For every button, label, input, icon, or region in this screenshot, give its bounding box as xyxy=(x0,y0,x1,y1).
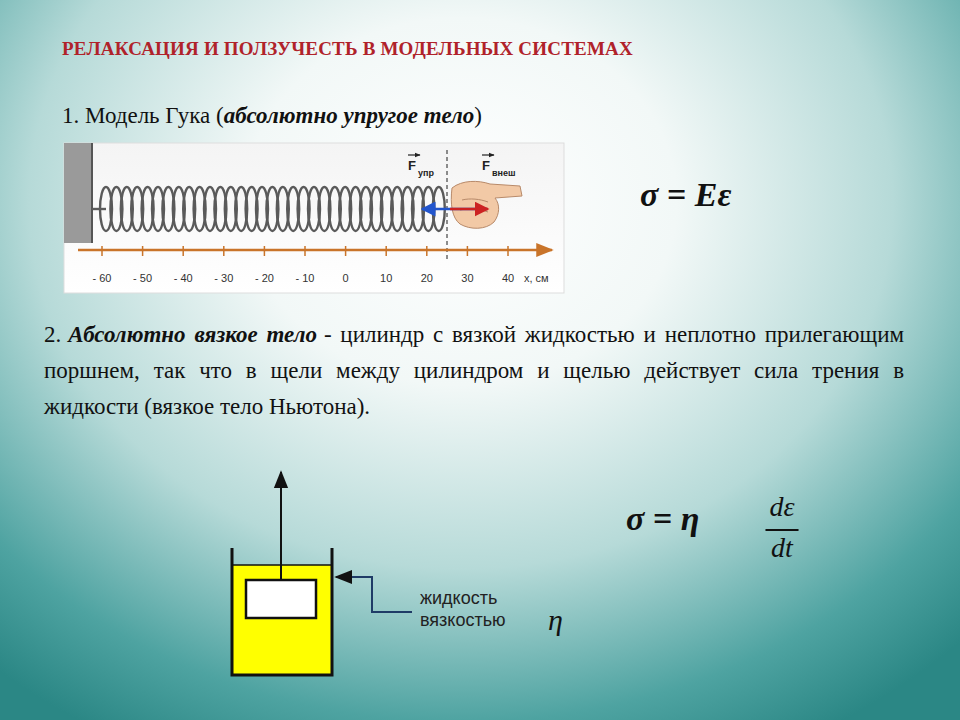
paragraph-text: Абсолютно вязкое тело xyxy=(68,322,317,347)
spring-coils xyxy=(92,187,445,231)
external-force-arrow xyxy=(450,208,488,211)
spring-panel xyxy=(64,143,564,293)
tick-label: 40 xyxy=(502,272,514,284)
formula: σ = Eε xyxy=(640,176,731,214)
leader-line xyxy=(336,577,412,612)
tick xyxy=(467,246,469,256)
viscous-cylinder xyxy=(232,472,412,675)
hand xyxy=(451,181,522,228)
tick-label: 20 xyxy=(421,272,433,284)
axis-label: x, см xyxy=(524,272,549,284)
text-line: 2.Абсолютно вязкое тело- цилиндр с вязко… xyxy=(44,317,904,425)
tick xyxy=(507,246,509,256)
tick-label: 30 xyxy=(461,272,473,284)
piston xyxy=(246,580,316,618)
tick xyxy=(385,246,387,256)
tick xyxy=(223,246,225,256)
x-axis xyxy=(78,249,552,252)
tick xyxy=(182,246,184,256)
tick xyxy=(304,246,306,256)
tick-label: 10 xyxy=(380,272,392,284)
dashed-line xyxy=(446,150,447,262)
tick-label: - 50 xyxy=(133,272,152,284)
slide-title: РЕЛАКСАЦИЯ И ПОЛЗУЧЕСТЬ В МОДЕЛЬНЫХ СИСТ… xyxy=(62,38,633,60)
tick xyxy=(264,246,266,256)
tick-label: - 10 xyxy=(296,272,315,284)
formula: σ = η xyxy=(626,500,699,538)
tick-label: - 20 xyxy=(255,272,274,284)
viscosity-symbol: η xyxy=(548,603,563,637)
tick-label: 0 xyxy=(343,272,349,284)
tick-label: - 40 xyxy=(174,272,193,284)
force-symbol: F xyxy=(408,158,416,173)
paragraph-text: 2. xyxy=(44,322,61,347)
liquid-label: жидкость вязкостью xyxy=(420,588,540,631)
force-symbol: F xyxy=(482,158,490,173)
text-line: 1. Модель Гука (абсолютно упругое тело) xyxy=(62,98,622,134)
axis-ticks xyxy=(102,246,508,256)
formula-numerator: dε xyxy=(769,491,794,523)
force-subscript: упр xyxy=(418,168,434,178)
formula-denominator: dt xyxy=(771,532,793,564)
force-subscript: внеш xyxy=(492,168,515,178)
viscous-liquid xyxy=(232,565,332,675)
heading-text: 1. Модель Гука ( xyxy=(62,103,224,128)
tick xyxy=(426,246,428,256)
fraction-bar xyxy=(765,529,798,531)
elastic-force-arrow xyxy=(422,208,487,211)
tick-label: - 60 xyxy=(93,272,112,284)
tick xyxy=(142,246,144,256)
tick xyxy=(101,246,103,256)
heading-text: абсолютно упругое тело xyxy=(224,103,475,128)
wall xyxy=(64,143,92,243)
heading-text: ) xyxy=(474,103,482,128)
tick xyxy=(345,246,347,256)
piston-rod xyxy=(280,472,282,580)
tick-label: - 30 xyxy=(214,272,233,284)
